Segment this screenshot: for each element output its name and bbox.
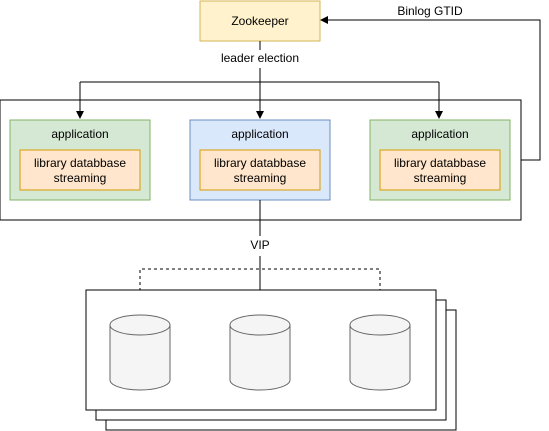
streaming-box[interactable]	[379, 149, 501, 191]
zookeeper-label: Zookeeper	[231, 14, 288, 28]
binlog-label-bg	[392, 3, 468, 19]
vip-label: VIP	[250, 238, 269, 252]
application-title: application	[51, 127, 108, 141]
streaming-box[interactable]	[199, 149, 321, 191]
streaming-label-line1: library databbase	[34, 156, 126, 170]
streaming-label-line2: streaming	[54, 171, 107, 185]
zookeeper-box[interactable]	[199, 0, 321, 42]
leader-election-label: leader election	[221, 51, 299, 65]
application-title: application	[231, 127, 288, 141]
binlog-gtid-arrow	[320, 16, 541, 161]
binlog-gtid-label: Binlog GTID	[397, 4, 463, 18]
vip-dashed-split	[139, 268, 381, 309]
streaming-label-line1: library databbase	[394, 156, 486, 170]
streaming-label-line1: library databbase	[214, 156, 306, 170]
database-icon	[109, 314, 171, 391]
streaming-box[interactable]	[19, 149, 141, 191]
streaming-label-line2: streaming	[414, 171, 467, 185]
application-title: application	[411, 127, 468, 141]
database-icon	[229, 314, 291, 391]
database-icon	[349, 314, 411, 391]
streaming-label-line2: streaming	[234, 171, 287, 185]
